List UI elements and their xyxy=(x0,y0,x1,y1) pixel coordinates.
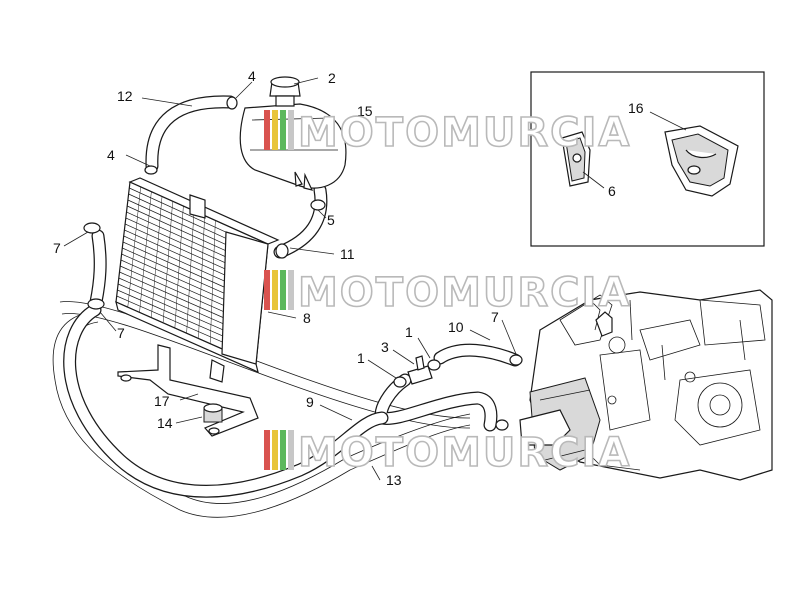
radiator-fin xyxy=(125,217,225,263)
hoses xyxy=(63,95,522,498)
label-5: 5 xyxy=(327,212,335,228)
radiator-fin xyxy=(127,199,226,245)
label-16: 16 xyxy=(628,100,644,116)
label-8: 8 xyxy=(303,310,311,326)
watermark-stripe-2 xyxy=(272,270,278,310)
radiator-fin xyxy=(126,211,226,257)
label-4: 4 xyxy=(248,68,256,84)
radiator-fin-vertical xyxy=(127,186,141,308)
radiator-fin-vertical xyxy=(186,211,195,333)
radiator-fin xyxy=(117,283,223,331)
radiator-fin xyxy=(122,241,225,288)
watermark-stripe-3 xyxy=(280,110,286,150)
rubber-mount xyxy=(203,403,223,423)
label-3: 3 xyxy=(381,339,389,355)
watermark-top: MOTOMURCIA xyxy=(264,109,631,157)
radiator-fin xyxy=(121,253,224,300)
radiator-fin-vertical xyxy=(139,191,152,313)
watermark-stripe-1 xyxy=(264,110,270,150)
label-10: 10 xyxy=(448,319,464,335)
bracket xyxy=(117,344,259,437)
radiator-fin xyxy=(119,271,224,318)
radiator-fin xyxy=(127,205,226,251)
watermark-text: MOTOMURCIA xyxy=(298,110,631,156)
watermark-stripe-3 xyxy=(280,430,286,470)
part-labels: 2 4 12 15 4 7 7 5 11 8 16 6 1 10 7 1 3 9… xyxy=(53,68,644,488)
label-1a: 1 xyxy=(405,324,413,340)
radiator-fin-vertical xyxy=(162,201,173,323)
radiator-fin xyxy=(123,235,225,282)
radiator-fin xyxy=(117,289,223,337)
watermark-text: MOTOMURCIA xyxy=(298,270,631,316)
radiator-fin xyxy=(129,187,226,233)
label-13: 13 xyxy=(386,472,402,488)
hose-clamps xyxy=(83,96,523,431)
leader-lines xyxy=(63,77,687,481)
watermark-stripe-1 xyxy=(264,430,270,470)
watermark-stripe-2 xyxy=(272,110,278,150)
label-11: 11 xyxy=(340,246,355,262)
detail-inset xyxy=(530,71,765,247)
label-17: 17 xyxy=(154,393,170,409)
radiator-fin-vertical xyxy=(174,206,184,328)
radiator-fin xyxy=(120,259,224,306)
engine-block xyxy=(519,289,773,481)
radiator-fin-vertical xyxy=(198,216,205,338)
watermark-middle: MOTOMURCIA xyxy=(264,269,631,317)
watermark-stripe-4 xyxy=(288,270,294,310)
label-2: 2 xyxy=(328,70,336,86)
label-1b: 1 xyxy=(357,350,365,366)
radiator-fin xyxy=(118,277,223,324)
label-7b: 7 xyxy=(117,325,125,341)
label-12: 12 xyxy=(117,88,133,104)
watermark-stripe-4 xyxy=(288,110,294,150)
watermark-bottom: MOTOMURCIA xyxy=(264,429,631,477)
radiator xyxy=(115,177,280,383)
label-7a: 7 xyxy=(53,240,61,256)
watermark-text: MOTOMURCIA xyxy=(298,430,631,476)
radiator-fin-vertical xyxy=(151,196,163,318)
label-6: 6 xyxy=(608,183,616,199)
radiator-fin-vertical xyxy=(209,221,216,343)
radiator-fin xyxy=(120,265,224,312)
radiator-fin xyxy=(122,247,224,294)
label-15: 15 xyxy=(357,103,373,119)
radiator-fin xyxy=(116,295,223,343)
watermark-stripe-2 xyxy=(272,430,278,470)
label-4b: 4 xyxy=(107,147,115,163)
radiator-fin xyxy=(124,229,225,276)
radiator-fin xyxy=(128,193,226,239)
radiator-fin xyxy=(124,223,225,270)
label-7c: 7 xyxy=(491,309,499,325)
label-9: 9 xyxy=(306,394,314,410)
watermark-stripe-3 xyxy=(280,270,286,310)
label-14: 14 xyxy=(157,415,173,431)
watermark-stripe-4 xyxy=(288,430,294,470)
watermark-stripe-1 xyxy=(264,270,270,310)
